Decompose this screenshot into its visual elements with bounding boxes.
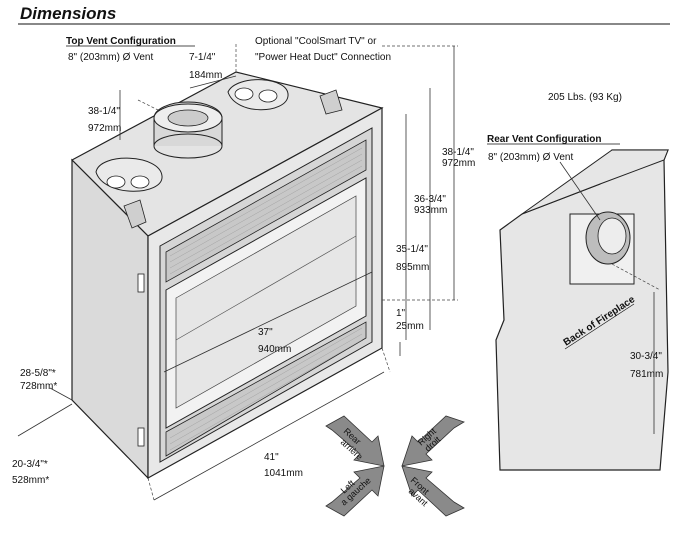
dim-37-in: 37" (258, 327, 273, 338)
firebox-floor-line (175, 235, 357, 341)
dim-28-mm: 728mm* (20, 381, 57, 392)
dim-35-in: 35-1/4" (396, 244, 428, 255)
rear-vent-leader (559, 161, 601, 221)
latch-lower (137, 427, 145, 447)
dim-38b-mm: 972mm (442, 158, 475, 169)
optional-connection-line1: Optional "CoolSmart TV" or (255, 36, 377, 47)
dim-7-in: 7-1/4" (189, 52, 216, 63)
back-of-fireplace-view (495, 149, 669, 471)
latch-upper (137, 273, 145, 293)
dim-36-mm: 933mm (414, 205, 447, 216)
arrow-left (325, 465, 385, 517)
dim-38a-mm: 972mm (88, 123, 121, 134)
firebox-interior (175, 195, 357, 409)
dim-20-in: 20-3/4"* (12, 459, 48, 470)
rear-vent-size: 8" (203mm) Ø Vent (488, 152, 573, 163)
optional-connection-line2: "Power Heat Duct" Connection (255, 52, 391, 63)
rear-vent-opening (597, 217, 627, 255)
dim-38b-in: 38-1/4" (442, 147, 474, 158)
dim-37-mm: 940mm (258, 344, 291, 355)
page-title: Dimensions (20, 4, 116, 23)
dim-36-in: 36-3/4" (414, 194, 446, 205)
standoff-bracket-left (123, 199, 147, 229)
dim-30-in: 30-3/4" (630, 351, 662, 362)
dim-20-mm: 528mm* (12, 475, 49, 486)
dim-30-mm: 781mm (630, 369, 663, 380)
direction-compass (325, 415, 465, 517)
dim-41-in: 41" (264, 452, 279, 463)
dim-28-in: 28-5/8"* (20, 368, 56, 379)
arrow-front (401, 465, 465, 517)
dim-35-mm: 895mm (396, 262, 429, 273)
louver-hatching (169, 147, 363, 451)
dim-41-mm: 1041mm (264, 468, 303, 479)
rear-vent-heading: Rear Vent Configuration (487, 134, 601, 145)
dim-38a-in: 38-1/4" (88, 106, 120, 117)
upper-louver (165, 139, 367, 283)
top-vent-heading: Top Vent Configuration (66, 36, 176, 47)
fireplace-dimension-lines (17, 42, 458, 501)
dim-1-in: 1" (396, 308, 406, 319)
dim-1-mm: 25mm (396, 321, 424, 332)
fireplace-front-view (71, 71, 384, 480)
weight: 205 Lbs. (93 Kg) (548, 92, 622, 103)
back-panel (495, 149, 669, 471)
standoff-bracket-right (319, 89, 343, 115)
back-panel-top (521, 149, 669, 215)
duct-outlet-rear (227, 79, 289, 111)
top-vent-size: 8" (203mm) Ø Vent (68, 52, 153, 63)
dim-7-mm: 184mm (189, 70, 222, 81)
